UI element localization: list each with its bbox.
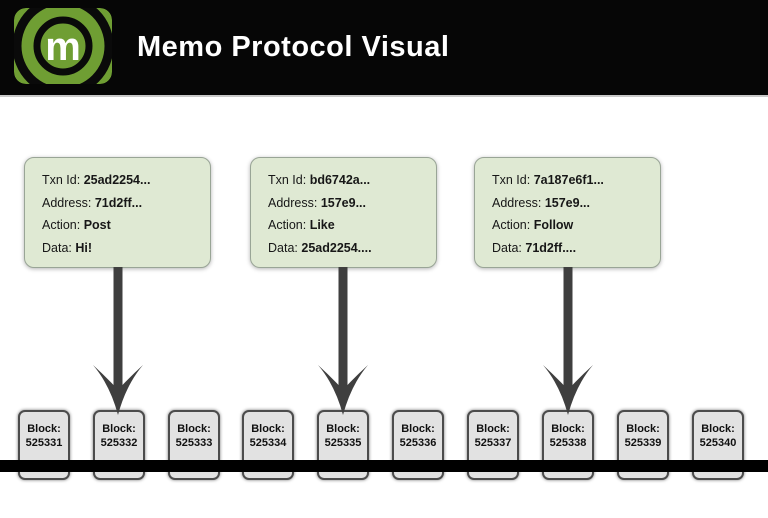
address-row: Address: 157e9... [268,195,367,210]
page-title: Memo Protocol Visual [137,31,450,63]
txn-id-row: Txn Id: 7a187e6f1... [492,173,604,187]
data-row: Data: 71d2ff.... [492,240,577,255]
data-row: Data: Hi! [42,240,93,255]
blockchain-line [0,460,768,472]
txn-id-row: Txn Id: bd6742a... [268,173,371,187]
txn-id-row: Txn Id: 25ad2254... [42,173,151,187]
action-row: Action: Post [42,218,111,232]
arrow-down-icon [93,267,143,415]
data-row: Data: 25ad2254.... [268,240,372,255]
txn-card-like: Txn Id: bd6742a... Address: 157e9... Act… [250,157,437,268]
address-row: Address: 71d2ff... [42,195,143,210]
memo-logo-icon: m [14,8,112,84]
txn-card-follow: Txn Id: 7a187e6f1... Address: 157e9... A… [474,157,661,268]
arrow-down-icon [543,267,593,415]
svg-text:m: m [45,25,81,69]
address-row: Address: 157e9... [492,195,591,210]
action-row: Action: Follow [492,218,574,232]
arrow-down-icon [318,267,368,415]
action-row: Action: Like [268,218,335,232]
header-bar: m Memo Protocol Visual [0,0,768,97]
txn-card-post: Txn Id: 25ad2254... Address: 71d2ff... A… [24,157,211,268]
